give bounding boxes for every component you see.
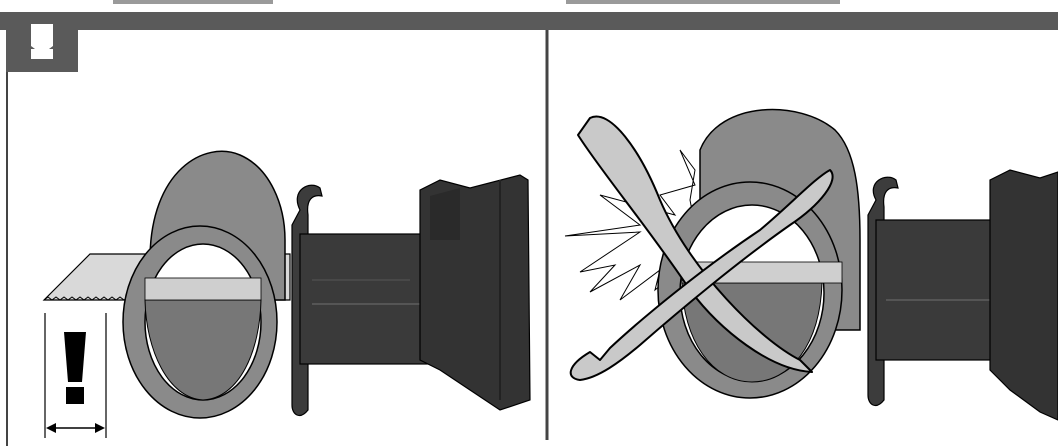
reciprocating-saw-right: [868, 170, 1058, 420]
saw-shaft: [300, 234, 430, 364]
blade-length-marker: [45, 313, 106, 438]
panel-incorrect: [565, 110, 1058, 420]
top-crop-strip: [113, 0, 840, 4]
blade-through-pipe: [145, 278, 261, 300]
warning-badge: [6, 12, 78, 72]
reciprocating-saw: [292, 175, 530, 415]
exclamation-icon: [64, 332, 86, 404]
panel-correct: [44, 151, 530, 438]
saw-shaft-right: [876, 220, 1006, 360]
saw-body-right: [990, 170, 1058, 420]
top-crop-left: [113, 0, 273, 4]
double-arrow-icon: [46, 423, 105, 433]
header-bar: [0, 12, 1058, 30]
warning-exclamation-icon: [31, 24, 53, 59]
pipe: [123, 151, 285, 418]
top-crop-right: [566, 0, 840, 4]
